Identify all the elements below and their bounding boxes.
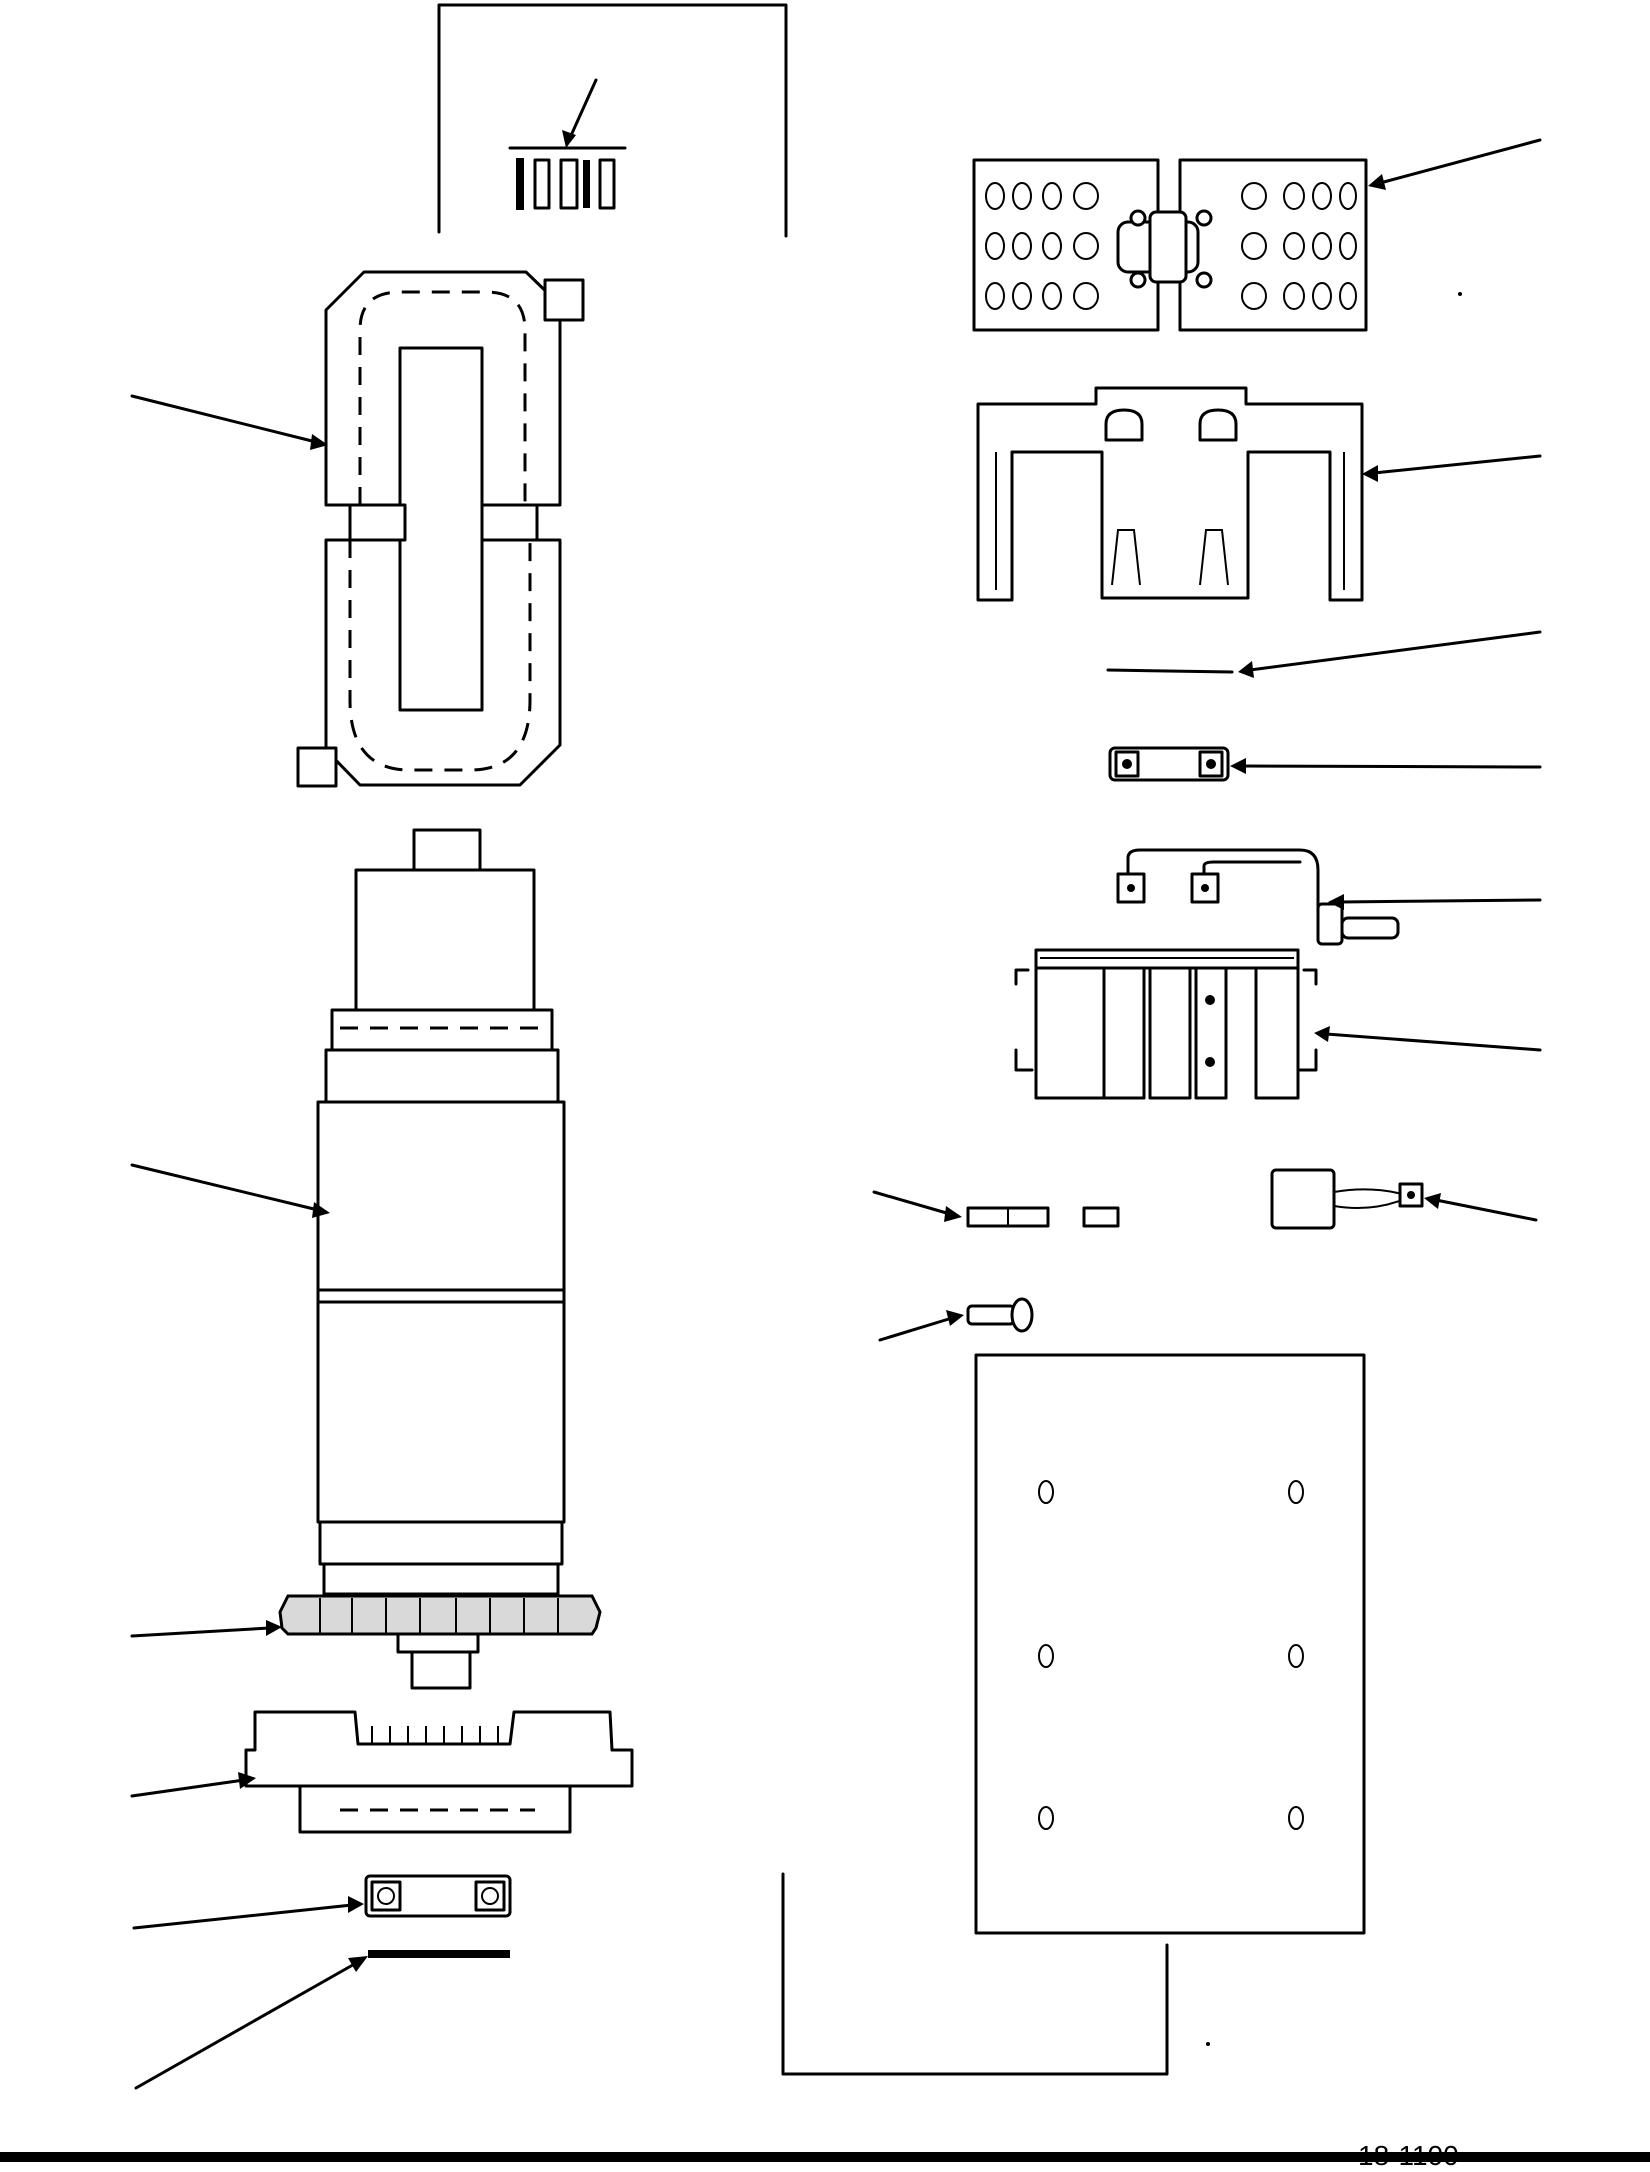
bottom-rule	[0, 2152, 1650, 2162]
drive-gear	[278, 1594, 602, 1690]
leader-arrow-armature	[130, 1163, 330, 1218]
leader-arrow-brush-box	[1314, 1026, 1542, 1052]
leader-arrow-capacitor	[1424, 1193, 1538, 1222]
leader-arrow-bracket	[1362, 454, 1542, 482]
retaining-pin	[368, 1950, 510, 1958]
leader-arrow-strap	[1328, 894, 1542, 910]
brush-box-assembly	[1014, 948, 1318, 1100]
brush-holder-bracket	[976, 386, 1364, 602]
leader-arrow-small-parts	[562, 78, 598, 148]
armature-assembly	[316, 828, 566, 1596]
carbon-brush	[1108, 746, 1230, 782]
leader-arrow-insulator	[872, 1190, 962, 1222]
leader-arrow-housing	[130, 1772, 256, 1798]
leader-arrow-spring	[1238, 630, 1542, 678]
mounting-plate	[974, 1353, 1366, 1935]
leader-arrow-pin	[134, 1956, 368, 2090]
leader-arrow-screw	[878, 1310, 964, 1342]
leader-arrow-brush	[1230, 758, 1542, 774]
bottom-group-bracket	[781, 1872, 1169, 2076]
insulator-pieces	[966, 1206, 1120, 1228]
leader-arrow-bearing	[132, 1896, 364, 1930]
leader-arrow-gear	[130, 1620, 282, 1638]
connector-strap	[1116, 848, 1400, 946]
capacitor	[1270, 1168, 1424, 1230]
leader-arrow-field-coil	[130, 394, 328, 450]
spring-wire	[1106, 668, 1234, 674]
perforated-cover	[972, 158, 1368, 332]
end-housing	[244, 1710, 634, 1834]
bearing	[364, 1874, 512, 1918]
top-group-bracket	[437, 3, 788, 238]
small-parts-kit	[508, 146, 627, 210]
leader-arrow-cover	[1368, 138, 1542, 190]
mounting-screw	[966, 1297, 1034, 1333]
field-coil-frame	[296, 270, 585, 788]
